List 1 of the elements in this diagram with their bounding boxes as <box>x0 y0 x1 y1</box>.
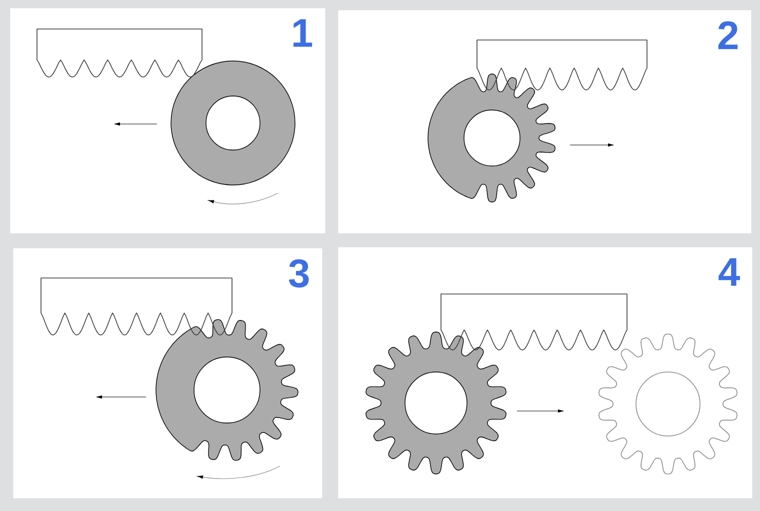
panel: 2 <box>338 10 752 234</box>
